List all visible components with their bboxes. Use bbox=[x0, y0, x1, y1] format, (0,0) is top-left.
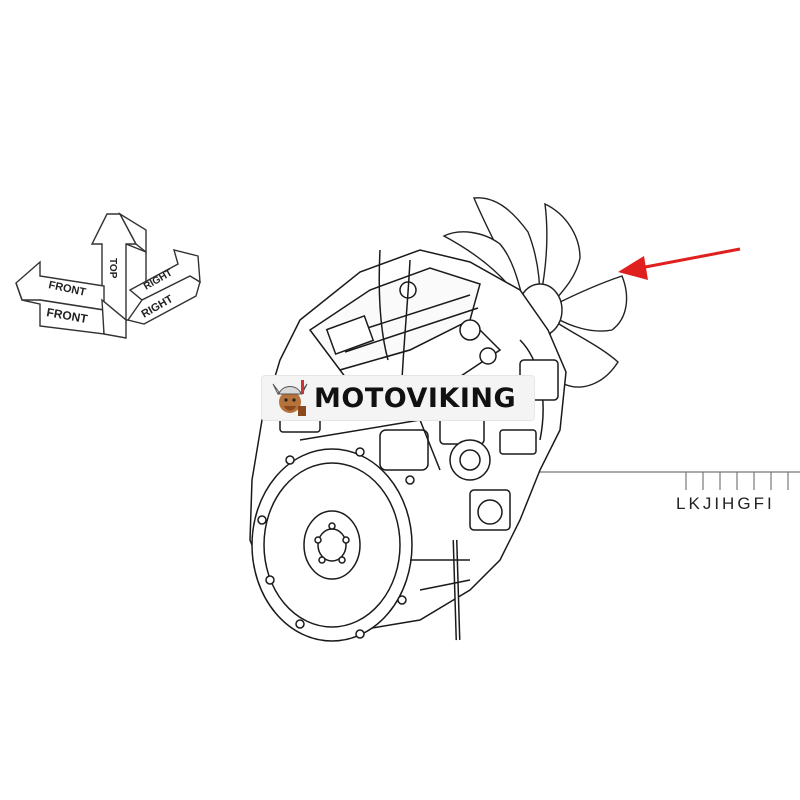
callout-letter: K bbox=[688, 494, 703, 513]
fan-blade bbox=[539, 202, 581, 307]
top-label: TOP bbox=[107, 258, 118, 279]
front-arrow-icon bbox=[15, 260, 105, 335]
callout-letters: LKJIHGFI bbox=[676, 494, 775, 514]
callout-letter: H bbox=[722, 494, 738, 513]
callout-letter: F bbox=[753, 494, 767, 513]
right-arrow-icon bbox=[126, 249, 201, 325]
viking-mascot-icon bbox=[272, 380, 308, 416]
cooling-fan bbox=[442, 197, 628, 388]
fan-blade bbox=[551, 275, 628, 332]
red-pointer-arrow-icon bbox=[618, 247, 741, 280]
fan-blade bbox=[442, 231, 523, 302]
callout-letter: L bbox=[676, 494, 689, 513]
brand-name: MOTOVIKING bbox=[314, 382, 517, 414]
orientation-indicator bbox=[15, 212, 201, 339]
callout-letter: I bbox=[766, 494, 775, 513]
callout-letter: J bbox=[702, 494, 715, 513]
callout-letter: G bbox=[737, 494, 754, 513]
engine-block bbox=[249, 249, 567, 642]
callout-letter: I bbox=[714, 494, 723, 513]
brand-watermark: MOTOVIKING bbox=[262, 376, 534, 420]
callout-leaders bbox=[530, 471, 800, 490]
